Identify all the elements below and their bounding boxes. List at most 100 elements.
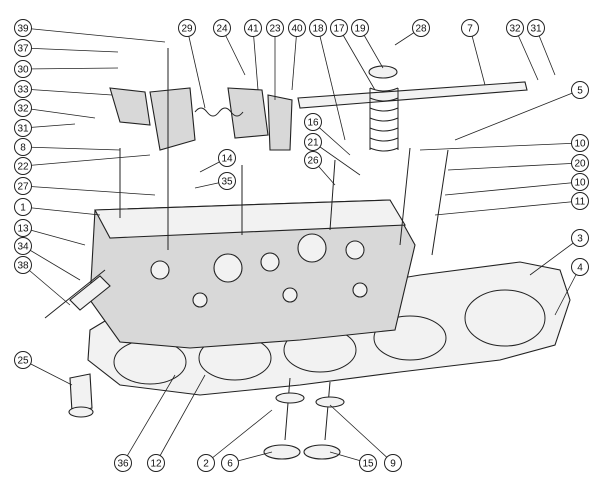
rocker-arm-assembly [109, 87, 293, 151]
leader-line-27 [22, 185, 156, 196]
callout-32: 32 [506, 19, 524, 37]
callout-circle [14, 39, 32, 57]
callout-number: 40 [291, 24, 303, 35]
callout-number: 37 [17, 44, 29, 55]
callout-21: 21 [304, 133, 322, 151]
leader-line-38 [22, 264, 71, 306]
callout-number: 38 [17, 261, 29, 272]
callout-4: 4 [571, 258, 589, 276]
callout-circle [571, 192, 589, 210]
callout-number: 18 [312, 24, 324, 35]
callout-circle [14, 119, 32, 137]
leader-line-36 [122, 374, 176, 464]
callout-number: 35 [221, 177, 233, 188]
leader-line-41 [252, 27, 259, 91]
leader-line-2 [205, 409, 273, 464]
leader-line-7 [469, 27, 486, 86]
leader-line-29 [186, 27, 206, 109]
callout-circle [213, 19, 231, 37]
callout-number: 8 [20, 143, 26, 154]
callout-number: 10 [574, 139, 586, 150]
callout-number: 16 [307, 118, 319, 129]
callout-19: 19 [351, 19, 369, 37]
callout-circle [304, 133, 322, 151]
leader-line-20 [447, 162, 581, 171]
callout-33: 33 [14, 80, 32, 98]
callout-circle [14, 80, 32, 98]
leader-line-34 [22, 245, 81, 281]
callout-circle [14, 198, 32, 216]
callout-number: 27 [17, 182, 29, 193]
callout-7: 7 [461, 19, 479, 37]
callout-number: 12 [150, 459, 162, 470]
callout-14: 14 [218, 149, 236, 167]
callout-circle [304, 151, 322, 169]
callout-number: 31 [17, 124, 29, 135]
callout-number: 29 [181, 24, 193, 35]
callout-number: 31 [530, 24, 542, 35]
callout-36: 36 [114, 454, 132, 472]
callout-circle [461, 19, 479, 37]
callout-circle [571, 173, 589, 191]
leader-line-30 [22, 67, 119, 70]
callout-circle [266, 19, 284, 37]
injector [44, 269, 111, 319]
callout-31: 31 [14, 119, 32, 137]
callout-number: 25 [17, 356, 29, 367]
callout-circle [218, 172, 236, 190]
callout-6: 6 [221, 454, 239, 472]
callout-40: 40 [288, 19, 306, 37]
callout-35: 35 [218, 172, 236, 190]
callout-circle [114, 454, 132, 472]
callout-circle [412, 19, 430, 37]
callout-number: 11 [575, 197, 586, 208]
callout-number: 19 [354, 24, 366, 35]
callout-circle [14, 99, 32, 117]
callout-circle [571, 258, 589, 276]
callout-circle [571, 81, 589, 99]
leader-line-12 [155, 374, 206, 464]
callout-circle [178, 19, 196, 37]
callout-number: 32 [509, 24, 521, 35]
leader-line-33 [22, 88, 113, 96]
callout-31: 31 [527, 19, 545, 37]
callout-22: 22 [14, 157, 32, 175]
leader-line-13 [22, 227, 86, 246]
callout-5: 5 [571, 81, 589, 99]
callout-32: 32 [14, 99, 32, 117]
leader-line-8 [22, 146, 121, 151]
callout-38: 38 [14, 256, 32, 274]
callout-circle [506, 19, 524, 37]
callout-number: 2 [203, 459, 209, 470]
callout-circle [218, 149, 236, 167]
leader-line-11 [434, 200, 581, 216]
leader-line-1 [22, 206, 101, 216]
callout-circle [571, 154, 589, 172]
callout-13: 13 [14, 219, 32, 237]
callout-number: 15 [362, 459, 374, 470]
callout-number: 24 [216, 24, 228, 35]
callout-25: 25 [14, 351, 32, 369]
leader-line-3 [529, 237, 581, 276]
callout-29: 29 [178, 19, 196, 37]
callout-number: 17 [333, 24, 345, 35]
callout-number: 32 [17, 104, 29, 115]
valve-spring [368, 65, 399, 152]
callout-number: 23 [269, 24, 281, 35]
leader-line-37 [22, 47, 119, 53]
callout-17: 17 [330, 19, 348, 37]
callout-12: 12 [147, 454, 165, 472]
callout-number: 13 [17, 224, 29, 235]
leader-line-32 [22, 107, 96, 119]
callout-9: 9 [384, 454, 402, 472]
callout-number: 36 [117, 459, 129, 470]
callout-circle [288, 19, 306, 37]
leader-lines [22, 27, 581, 464]
valves [263, 377, 345, 460]
callout-number: 5 [577, 86, 583, 97]
callout-number: 33 [17, 85, 29, 96]
callout-circle [527, 19, 545, 37]
callout-circle [14, 219, 32, 237]
